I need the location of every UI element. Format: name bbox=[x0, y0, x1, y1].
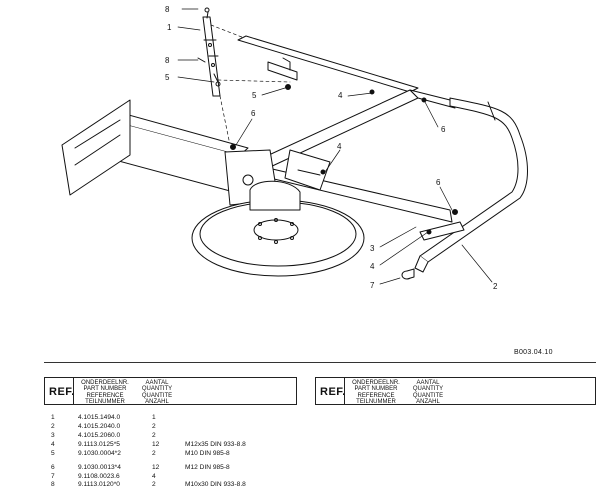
row-description: M10 DIN 985-8 bbox=[185, 450, 230, 457]
row-quantity: 1 bbox=[152, 414, 156, 421]
parts-table-header-left: REF. ONDERDEELNR. PART NUMBER REFERENCE … bbox=[44, 377, 297, 405]
row-ref: 5 bbox=[51, 450, 55, 457]
top-rail bbox=[237, 35, 419, 93]
drawing-reference-code: B003.04.10 bbox=[514, 349, 553, 356]
row-ref: 7 bbox=[51, 473, 55, 480]
callout-8: 8 bbox=[165, 56, 170, 65]
row-quantity: 2 bbox=[152, 423, 156, 430]
callout-4-top: 4 bbox=[338, 91, 343, 100]
row-ref: 3 bbox=[51, 432, 55, 439]
bracket-part bbox=[197, 7, 221, 97]
row-quantity: 2 bbox=[152, 432, 156, 439]
row-quantity: 2 bbox=[152, 481, 156, 488]
drawing-frame-bottom bbox=[44, 362, 596, 363]
row-part-number: 4.1015.2060.0 bbox=[78, 432, 121, 439]
callout-8-top: 8 bbox=[165, 5, 170, 14]
row-part-number: 9.1030.0004*2 bbox=[78, 450, 121, 457]
ref-column-header: REF. bbox=[49, 386, 75, 398]
row-description: M12x35 DIN 933-8.8 bbox=[185, 441, 246, 448]
row-description: M12 DIN 985-8 bbox=[185, 464, 230, 471]
row-quantity: 12 bbox=[152, 464, 160, 471]
quantity-column-header: AANTAL QUANTITY QUANTITE ANZAHL bbox=[412, 380, 444, 405]
row-quantity: 12 bbox=[152, 441, 160, 448]
row-ref: 1 bbox=[51, 414, 55, 421]
exploded-parts-drawing: 8 1 8 5 5 4 6 6 4 6 3 4 7 2 bbox=[61, 5, 528, 291]
callout-6-left: 6 bbox=[251, 109, 256, 118]
row-quantity: 2 bbox=[152, 450, 156, 457]
callout-3: 3 bbox=[370, 244, 375, 253]
row-quantity: 4 bbox=[152, 473, 156, 480]
callout-1: 1 bbox=[167, 23, 172, 32]
frame-beams bbox=[257, 89, 456, 223]
callout-5: 5 bbox=[252, 91, 257, 100]
row-part-number: 4.1015.1494.0 bbox=[78, 414, 121, 421]
part-number-column-header: ONDERDEELNR. PART NUMBER REFERENCE TEILN… bbox=[81, 380, 129, 405]
row-part-number: 9.1113.0120*0 bbox=[78, 481, 120, 488]
cutter-disc bbox=[191, 180, 365, 277]
callout-2: 2 bbox=[493, 282, 498, 291]
row-part-number: 4.1015.2040.0 bbox=[78, 423, 121, 430]
callout-4-low: 4 bbox=[370, 262, 375, 271]
parts-table-header-right: REF. ONDERDEELNR. PART NUMBER REFERENCE … bbox=[315, 377, 596, 405]
row-ref: 8 bbox=[51, 481, 55, 488]
row-ref: 4 bbox=[51, 441, 55, 448]
row-part-number: 9.1108.0023.6 bbox=[78, 473, 120, 480]
callout-6-right: 6 bbox=[441, 125, 446, 134]
callout-5-left: 5 bbox=[165, 73, 170, 82]
callout-4-mid: 4 bbox=[337, 142, 342, 151]
row-part-number: 9.1113.0125*5 bbox=[78, 441, 120, 448]
callout-6-lower: 6 bbox=[436, 178, 441, 187]
part-number-column-header: ONDERDEELNR. PART NUMBER REFERENCE TEILN… bbox=[352, 380, 400, 405]
gearbox-beam bbox=[61, 99, 279, 206]
ref-column-header: REF. bbox=[320, 386, 346, 398]
callout-7: 7 bbox=[370, 281, 375, 290]
bushing-part bbox=[401, 268, 415, 280]
row-part-number: 9.1030.0013*4 bbox=[78, 464, 121, 471]
row-ref: 2 bbox=[51, 423, 55, 430]
right-arm-part bbox=[414, 97, 528, 273]
row-ref: 6 bbox=[51, 464, 55, 471]
quantity-column-header: AANTAL QUANTITY QUANTITE ANZAHL bbox=[141, 380, 173, 405]
row-description: M10x30 DIN 933-8.8 bbox=[185, 481, 246, 488]
